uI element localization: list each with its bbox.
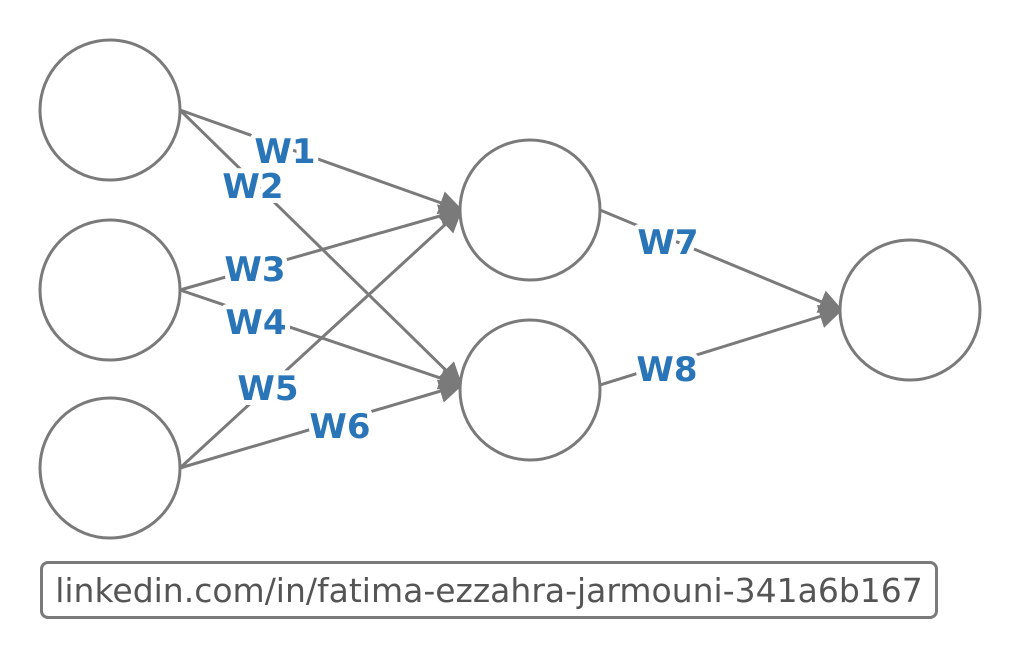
footer-link-text[interactable]: linkedin.com/in/fatima-ezzahra-jarmouni-… bbox=[55, 570, 923, 610]
hidden-node-1 bbox=[458, 138, 602, 282]
edge-w3 bbox=[179, 204, 464, 292]
input-node-2 bbox=[38, 218, 182, 362]
weight-label-w4: W4 bbox=[225, 303, 286, 343]
weight-label-w2: W2 bbox=[222, 167, 283, 207]
hidden-node-2 bbox=[458, 318, 602, 462]
weight-label-w5: W5 bbox=[237, 369, 298, 409]
edge-w1 bbox=[179, 108, 464, 215]
footer-link-box[interactable]: linkedin.com/in/fatima-ezzahra-jarmouni-… bbox=[40, 561, 938, 619]
edge-w2 bbox=[178, 108, 463, 387]
input-node-3 bbox=[38, 396, 182, 540]
weight-label-w6: W6 bbox=[309, 407, 370, 447]
input-node-1 bbox=[38, 38, 182, 182]
weight-label-w8: W8 bbox=[636, 350, 697, 390]
weight-label-w3: W3 bbox=[224, 250, 285, 290]
edge-w6 bbox=[179, 379, 464, 470]
weight-label-w1: W1 bbox=[254, 132, 315, 172]
output-node bbox=[838, 238, 982, 382]
edge-w8 bbox=[599, 304, 844, 387]
edge-w7 bbox=[599, 208, 844, 313]
weight-label-w7: W7 bbox=[637, 223, 698, 263]
edge-w5 bbox=[178, 208, 463, 470]
